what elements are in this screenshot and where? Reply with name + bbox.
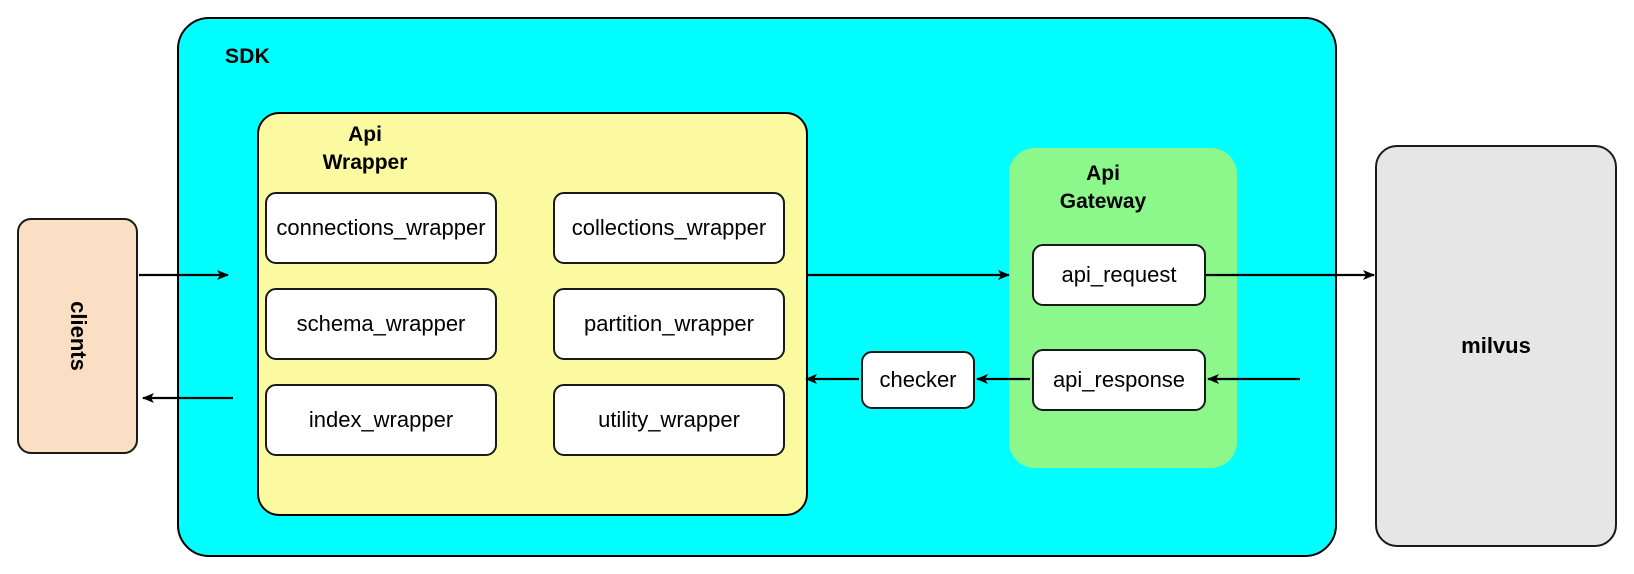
node-api-response[interactable]: api_response (1032, 349, 1206, 411)
module-connections-wrapper[interactable]: connections_wrapper (265, 192, 497, 264)
sdk-label: SDK (225, 45, 270, 68)
clients-box[interactable]: clients (17, 218, 138, 454)
clients-label: clients (65, 301, 91, 371)
api-wrapper-label-line1: Api (348, 123, 382, 146)
module-collections-wrapper[interactable]: collections_wrapper (553, 192, 785, 264)
module-utility-wrapper[interactable]: utility_wrapper (553, 384, 785, 456)
node-checker[interactable]: checker (861, 351, 975, 409)
milvus-box[interactable]: milvus (1375, 145, 1617, 547)
api-gateway-label-line2: Gateway (1059, 189, 1147, 213)
api-gateway-label-line1: Api (1086, 162, 1120, 185)
module-schema-wrapper[interactable]: schema_wrapper (265, 288, 497, 360)
module-partition-wrapper[interactable]: partition_wrapper (553, 288, 785, 360)
node-api-request[interactable]: api_request (1032, 244, 1206, 306)
milvus-label: milvus (1461, 333, 1531, 358)
module-index-wrapper[interactable]: index_wrapper (265, 384, 497, 456)
api-wrapper-label-line2: Wrapper (322, 150, 408, 174)
